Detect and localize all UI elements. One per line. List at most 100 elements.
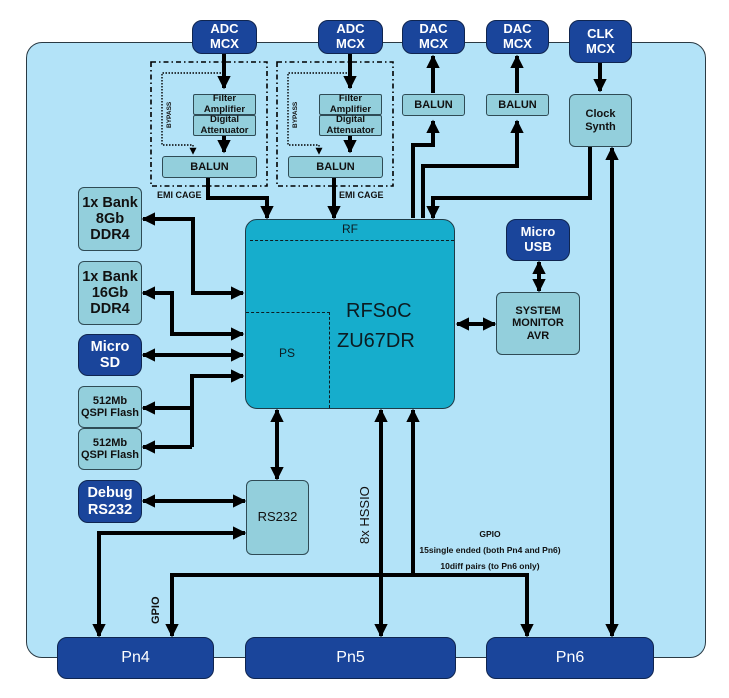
adc2-label-line2: MCX [336, 36, 365, 51]
wire-qspi-bus [190, 369, 245, 447]
dac2-label-line1: DAC [503, 21, 532, 37]
rs232-label: RS232 [257, 509, 298, 525]
bypass-path-1 [161, 72, 224, 155]
atten1-line2: Attenuator [200, 124, 249, 136]
ps-region-divider-h [246, 312, 330, 313]
wire-ddr4-8gb [141, 212, 245, 300]
digital-attenuator-2: Digital Attenuator [319, 113, 382, 136]
dac-mcx-connector-2[interactable]: DAC MCX [486, 20, 549, 54]
adc1-label-line1: ADC [210, 21, 239, 37]
atten2-line2: Attenuator [326, 124, 375, 136]
ps-region-divider-v [329, 312, 330, 408]
pn6-connector[interactable]: Pn6 [486, 637, 654, 679]
ddr4-16gb-bank: 1x Bank 16Gb DDR4 [78, 261, 142, 325]
micro-sd-line2: SD [99, 355, 121, 371]
ddr4-8gb-bank: 1x Bank 8Gb DDR4 [78, 187, 142, 251]
pn4-label: Pn4 [121, 649, 150, 667]
micro-usb-line2: USB [524, 239, 552, 254]
clock-synth-line2: Synth [585, 120, 616, 133]
gpio-line2: 10diff pairs (to Pn6 only) [440, 561, 540, 571]
bypass-label-2: BYPASS [292, 101, 299, 128]
debug-rs232-connector[interactable]: Debug RS232 [78, 480, 142, 523]
ddr4-16gb-line2: 16Gb [91, 284, 129, 301]
clock-synth: Clock Synth [569, 94, 632, 147]
wire-rf-to-dac-balun1 [411, 119, 440, 218]
adc-mcx-connector-2[interactable]: ADC MCX [318, 20, 383, 54]
wire-rs232-to-pn4 [92, 526, 247, 638]
ddr4-16gb-line3: DDR4 [90, 301, 130, 318]
gpio-line1: 15single ended (both Pn4 and Pn6) [419, 545, 561, 555]
sysmon-line1: SYSTEM [515, 305, 561, 318]
digital-attenuator-1: Digital Attenuator [193, 113, 256, 136]
dac-mcx-connector-1[interactable]: DAC MCX [402, 20, 465, 54]
ps-region-label: PS [279, 346, 296, 360]
wire-gpio-bus [165, 573, 534, 638]
soc-name-line1: RFSoC [346, 300, 412, 322]
clock-synth-line1: Clock [585, 108, 616, 121]
rf-region-label: RF [342, 222, 358, 236]
clk-label-line1: CLK [587, 25, 614, 41]
dac-balun2-label: BALUN [498, 98, 537, 111]
qspi2-line2: QSPI Flash [80, 449, 140, 461]
qspi2-line1: 512Mb [92, 436, 128, 449]
dac1-label-line2: MCX [419, 36, 448, 51]
filter-amplifier-2: Filter Amplifier [319, 92, 382, 115]
filter-amp1-line2: Amplifier [203, 103, 246, 115]
bypass-path-2 [287, 72, 350, 155]
emi-cage-label-1: EMI CAGE [157, 190, 202, 200]
micro-usb-connector[interactable]: Micro USB [506, 219, 570, 261]
pn5-connector[interactable]: Pn5 [245, 637, 456, 679]
atten1-line1: Digital [209, 113, 240, 125]
pn6-label: Pn6 [555, 649, 585, 667]
ddr4-8gb-line2: 8Gb [95, 210, 125, 227]
wire-ddr4-16gb [141, 286, 245, 341]
micro-sd-connector[interactable]: Micro SD [78, 334, 142, 376]
rf-region-divider [250, 240, 454, 241]
adc-balun-2: BALUN [288, 156, 383, 178]
bypass-label-1: BYPASS [166, 101, 173, 128]
dac2-label-line2: MCX [503, 36, 532, 51]
atten2-line1: Digital [335, 113, 366, 125]
gpio-title: GPIO [479, 529, 501, 539]
filter-amp2-line2: Amplifier [329, 103, 372, 115]
micro-usb-line1: Micro [520, 224, 556, 240]
ddr4-8gb-line3: DDR4 [90, 227, 130, 244]
filter-amplifier-1: Filter Amplifier [193, 92, 256, 115]
hssio-label: 8x HSSIO [357, 486, 372, 544]
qspi-flash-1: 512Mb QSPI Flash [78, 386, 142, 428]
qspi1-line2: QSPI Flash [80, 407, 140, 419]
adc-mcx-connector-1[interactable]: ADC MCX [192, 20, 257, 54]
ddr4-16gb-line1: 1x Bank [82, 268, 138, 285]
pn4-connector[interactable]: Pn4 [57, 637, 214, 679]
rfsoc-chip: RF PS RFSoC ZU67DR [245, 219, 455, 409]
adc-balun-1: BALUN [162, 156, 257, 178]
system-monitor-avr: SYSTEM MONITOR AVR [496, 292, 580, 355]
dac1-label-line1: DAC [419, 21, 448, 37]
qspi-flash-2: 512Mb QSPI Flash [78, 428, 142, 470]
clk-mcx-connector[interactable]: CLK MCX [569, 20, 632, 63]
dac-balun-2: BALUN [486, 94, 549, 116]
qspi1-line1: 512Mb [92, 394, 128, 407]
sysmon-line2: MONITOR [512, 317, 564, 330]
debug-line2: RS232 [87, 501, 133, 518]
wire-rf-to-dac-balun2 [421, 119, 524, 218]
gpio-description: GPIO 15single ended (both Pn4 and Pn6) 1… [405, 526, 575, 574]
wire-synth-to-rf [426, 146, 592, 220]
emi-cage-1 [150, 61, 268, 187]
adc1-label-line2: MCX [210, 36, 239, 51]
emi-cage-label-2: EMI CAGE [339, 190, 384, 200]
sysmon-line3: AVR [526, 329, 550, 342]
filter-amp2-line1: Filter [338, 92, 363, 104]
clk-label-line2: MCX [586, 40, 615, 56]
rs232-transceiver: RS232 [246, 480, 309, 555]
ddr4-8gb-line1: 1x Bank [82, 194, 138, 211]
emi-cage-2 [276, 61, 394, 187]
debug-line1: Debug [87, 485, 133, 502]
dac-balun1-label: BALUN [414, 98, 453, 111]
filter-amp1-line1: Filter [212, 92, 237, 104]
adc2-label-line1: ADC [336, 21, 365, 37]
micro-sd-line1: Micro [90, 338, 130, 355]
pn5-label: Pn5 [336, 649, 365, 667]
